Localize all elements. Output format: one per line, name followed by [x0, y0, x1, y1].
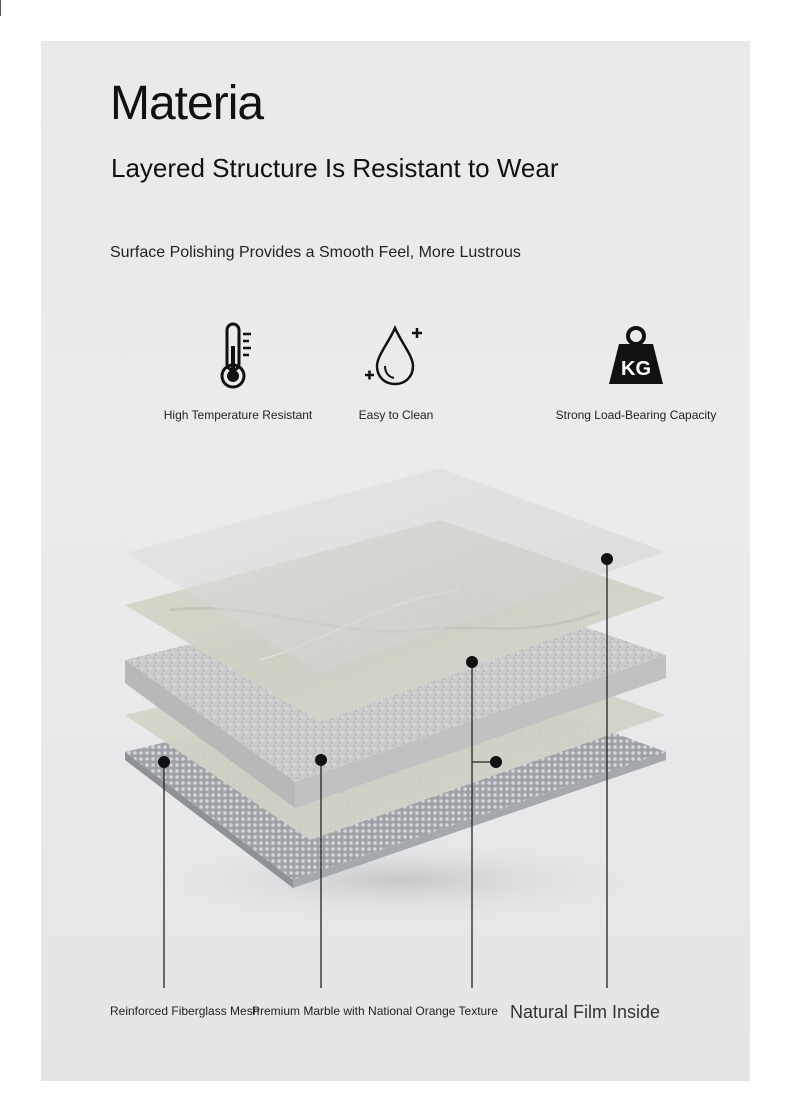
callout-mesh [158, 756, 170, 988]
callout-film [601, 553, 613, 988]
kg-weight-icon: KG [609, 326, 663, 384]
callout-marble [466, 656, 502, 988]
water-drop-icon [365, 324, 422, 386]
feature-label: Easy to Clean [358, 408, 434, 422]
layer-label-mesh: Reinforced Fiberglass Mesh [110, 1004, 260, 1018]
svg-text:KG: KG [621, 358, 651, 380]
feature-label: High Temperature Resistant [163, 408, 313, 422]
thermometer-icon [220, 322, 251, 389]
section-subtitle: Layered Structure Is Resistant to Wear [111, 153, 559, 183]
feature-label: Strong Load-Bearing Capacity [555, 408, 717, 422]
feature-high-temperature: High Temperature Resistant [163, 320, 313, 422]
layer-label-marble: Premium Marble with National Orange Text… [252, 1004, 498, 1018]
layer-label-film: Natural Film Inside [510, 1002, 661, 1022]
feature-load-bearing: KG Strong Load-Bearing Capacity [556, 320, 716, 422]
page-title: Materia [110, 77, 264, 130]
feature-easy-clean: Easy to Clean [355, 320, 437, 422]
edge-mark [0, 0, 1, 16]
tagline: Surface Polishing Provides a Smooth Feel… [110, 244, 521, 261]
callout-stone [315, 754, 327, 988]
